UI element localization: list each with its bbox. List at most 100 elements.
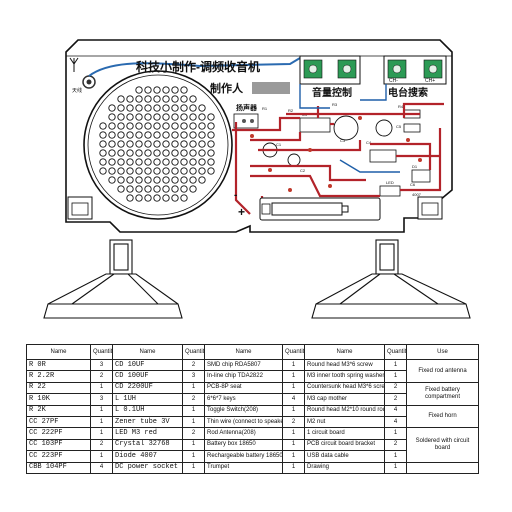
pcb-illustration: 天线 科技小制作-调频收音机 制作人 CH- CH+ 音量控制 电台搜索 扬声器 xyxy=(43,39,471,319)
speaker-hole xyxy=(108,140,116,148)
speaker-hole xyxy=(171,158,179,166)
speaker-hole xyxy=(99,158,107,166)
col-header: Quantity xyxy=(90,344,113,360)
quantity-cell: 1 xyxy=(282,438,305,452)
part-label: R4 xyxy=(398,104,404,109)
battery-holder xyxy=(259,197,381,221)
speaker-hole xyxy=(144,122,152,130)
speaker-hole xyxy=(135,149,143,157)
speaker-hole xyxy=(108,104,116,112)
name-cell: M3 inner tooth spring washer xyxy=(304,370,385,383)
quantity-cell: 1 xyxy=(182,461,205,474)
quantity-cell: 2 xyxy=(384,438,407,452)
speaker-hole xyxy=(189,185,197,193)
quantity-cell: 1 xyxy=(90,381,113,395)
speaker-hole xyxy=(162,158,170,166)
speaker-hole xyxy=(144,104,152,112)
quantity-cell: 2 xyxy=(182,427,205,440)
speaker-hole xyxy=(180,86,188,94)
speaker-hole xyxy=(108,149,116,157)
mount-right xyxy=(417,196,443,220)
name-cell: L 0.1UH xyxy=(112,404,183,417)
speaker-hole xyxy=(162,194,170,202)
name-cell: Zener tube 3V xyxy=(112,415,183,429)
speaker-hole xyxy=(198,176,206,184)
speaker-hole xyxy=(162,86,170,94)
speaker-hole xyxy=(126,149,134,157)
quantity-cell: 4 xyxy=(384,404,407,417)
speaker-hole xyxy=(189,104,197,112)
stand-left xyxy=(43,239,183,319)
speaker-hole xyxy=(99,167,107,175)
speaker-hole xyxy=(126,158,134,166)
name-cell: Drawing xyxy=(304,461,385,474)
speaker-hole xyxy=(189,149,197,157)
speaker-hole xyxy=(117,158,125,166)
name-cell: Round head M3*6 screw xyxy=(304,358,385,372)
circuit-traces xyxy=(232,102,444,215)
quantity-cell: 1 xyxy=(182,450,205,463)
speaker-hole xyxy=(117,176,125,184)
speaker-hole xyxy=(99,140,107,148)
maker-label: 制作人 xyxy=(210,81,244,95)
name-cell: Rod Antenna(208) xyxy=(204,427,283,440)
quantity-cell: 1 xyxy=(182,438,205,452)
speaker-hole xyxy=(126,185,134,193)
use-cell: Fixed battery compartment xyxy=(406,381,479,406)
name-cell: Toggle Switch(208) xyxy=(204,404,283,417)
name-cell: CC 223PF xyxy=(26,450,91,463)
speaker-hole xyxy=(126,104,134,112)
col-header: Name xyxy=(112,344,183,360)
speaker-hole xyxy=(207,149,215,157)
part-label: R1 xyxy=(262,106,268,111)
quantity-cell: 1 xyxy=(384,427,407,440)
stand-right xyxy=(311,239,471,319)
chm-label: CH- xyxy=(389,78,398,84)
speaker-hole xyxy=(144,149,152,157)
speaker-hole xyxy=(153,140,161,148)
speaker-hole xyxy=(198,104,206,112)
part-label: C6 xyxy=(410,182,416,187)
speaker-hole xyxy=(135,122,143,130)
speaker-hole xyxy=(162,176,170,184)
speaker-hole xyxy=(117,149,125,157)
speaker-hole xyxy=(108,131,116,139)
quantity-cell: 4 xyxy=(384,415,407,429)
speaker-hole xyxy=(171,185,179,193)
name-cell: CD 100UF xyxy=(112,370,183,383)
speaker-hole xyxy=(180,167,188,175)
quantity-cell: 1 xyxy=(90,450,113,463)
speaker-hole xyxy=(171,104,179,112)
name-cell: 6*6*7 keys xyxy=(204,393,283,406)
speaker-hole xyxy=(135,113,143,121)
part-label: C3 xyxy=(340,138,346,143)
speaker-icon xyxy=(83,70,233,220)
radio-board-drawing: 天线 科技小制作-调频收音机 制作人 CH- CH+ 音量控制 电台搜索 扬声器 xyxy=(43,39,471,319)
speaker-hole xyxy=(207,140,215,148)
name-cell: R 22 xyxy=(26,381,91,395)
speaker-hole xyxy=(126,194,134,202)
speaker-hole xyxy=(171,86,179,94)
col-header: Name xyxy=(204,344,283,360)
quantity-cell: 3 xyxy=(90,358,113,372)
use-cell: Soldered with circuit board xyxy=(406,427,479,463)
speaker-hole xyxy=(153,176,161,184)
name-cell: LED M3 red xyxy=(112,427,183,440)
speaker-hole xyxy=(189,113,197,121)
quantity-cell: 2 xyxy=(90,370,113,383)
speaker-hole xyxy=(171,140,179,148)
name-cell: R 2.2R xyxy=(26,370,91,383)
speaker-hole xyxy=(180,131,188,139)
name-cell: Round head M2*10 round rod xyxy=(304,404,385,417)
speaker-hole xyxy=(171,194,179,202)
speaker-hole xyxy=(108,113,116,121)
name-cell: L 1UH xyxy=(112,393,183,406)
speaker-hole xyxy=(108,122,116,130)
speaker-hole xyxy=(144,176,152,184)
quantity-cell: 1 xyxy=(282,404,305,417)
speaker-hole xyxy=(144,167,152,175)
speaker-hole xyxy=(171,167,179,175)
speaker-hole xyxy=(180,149,188,157)
